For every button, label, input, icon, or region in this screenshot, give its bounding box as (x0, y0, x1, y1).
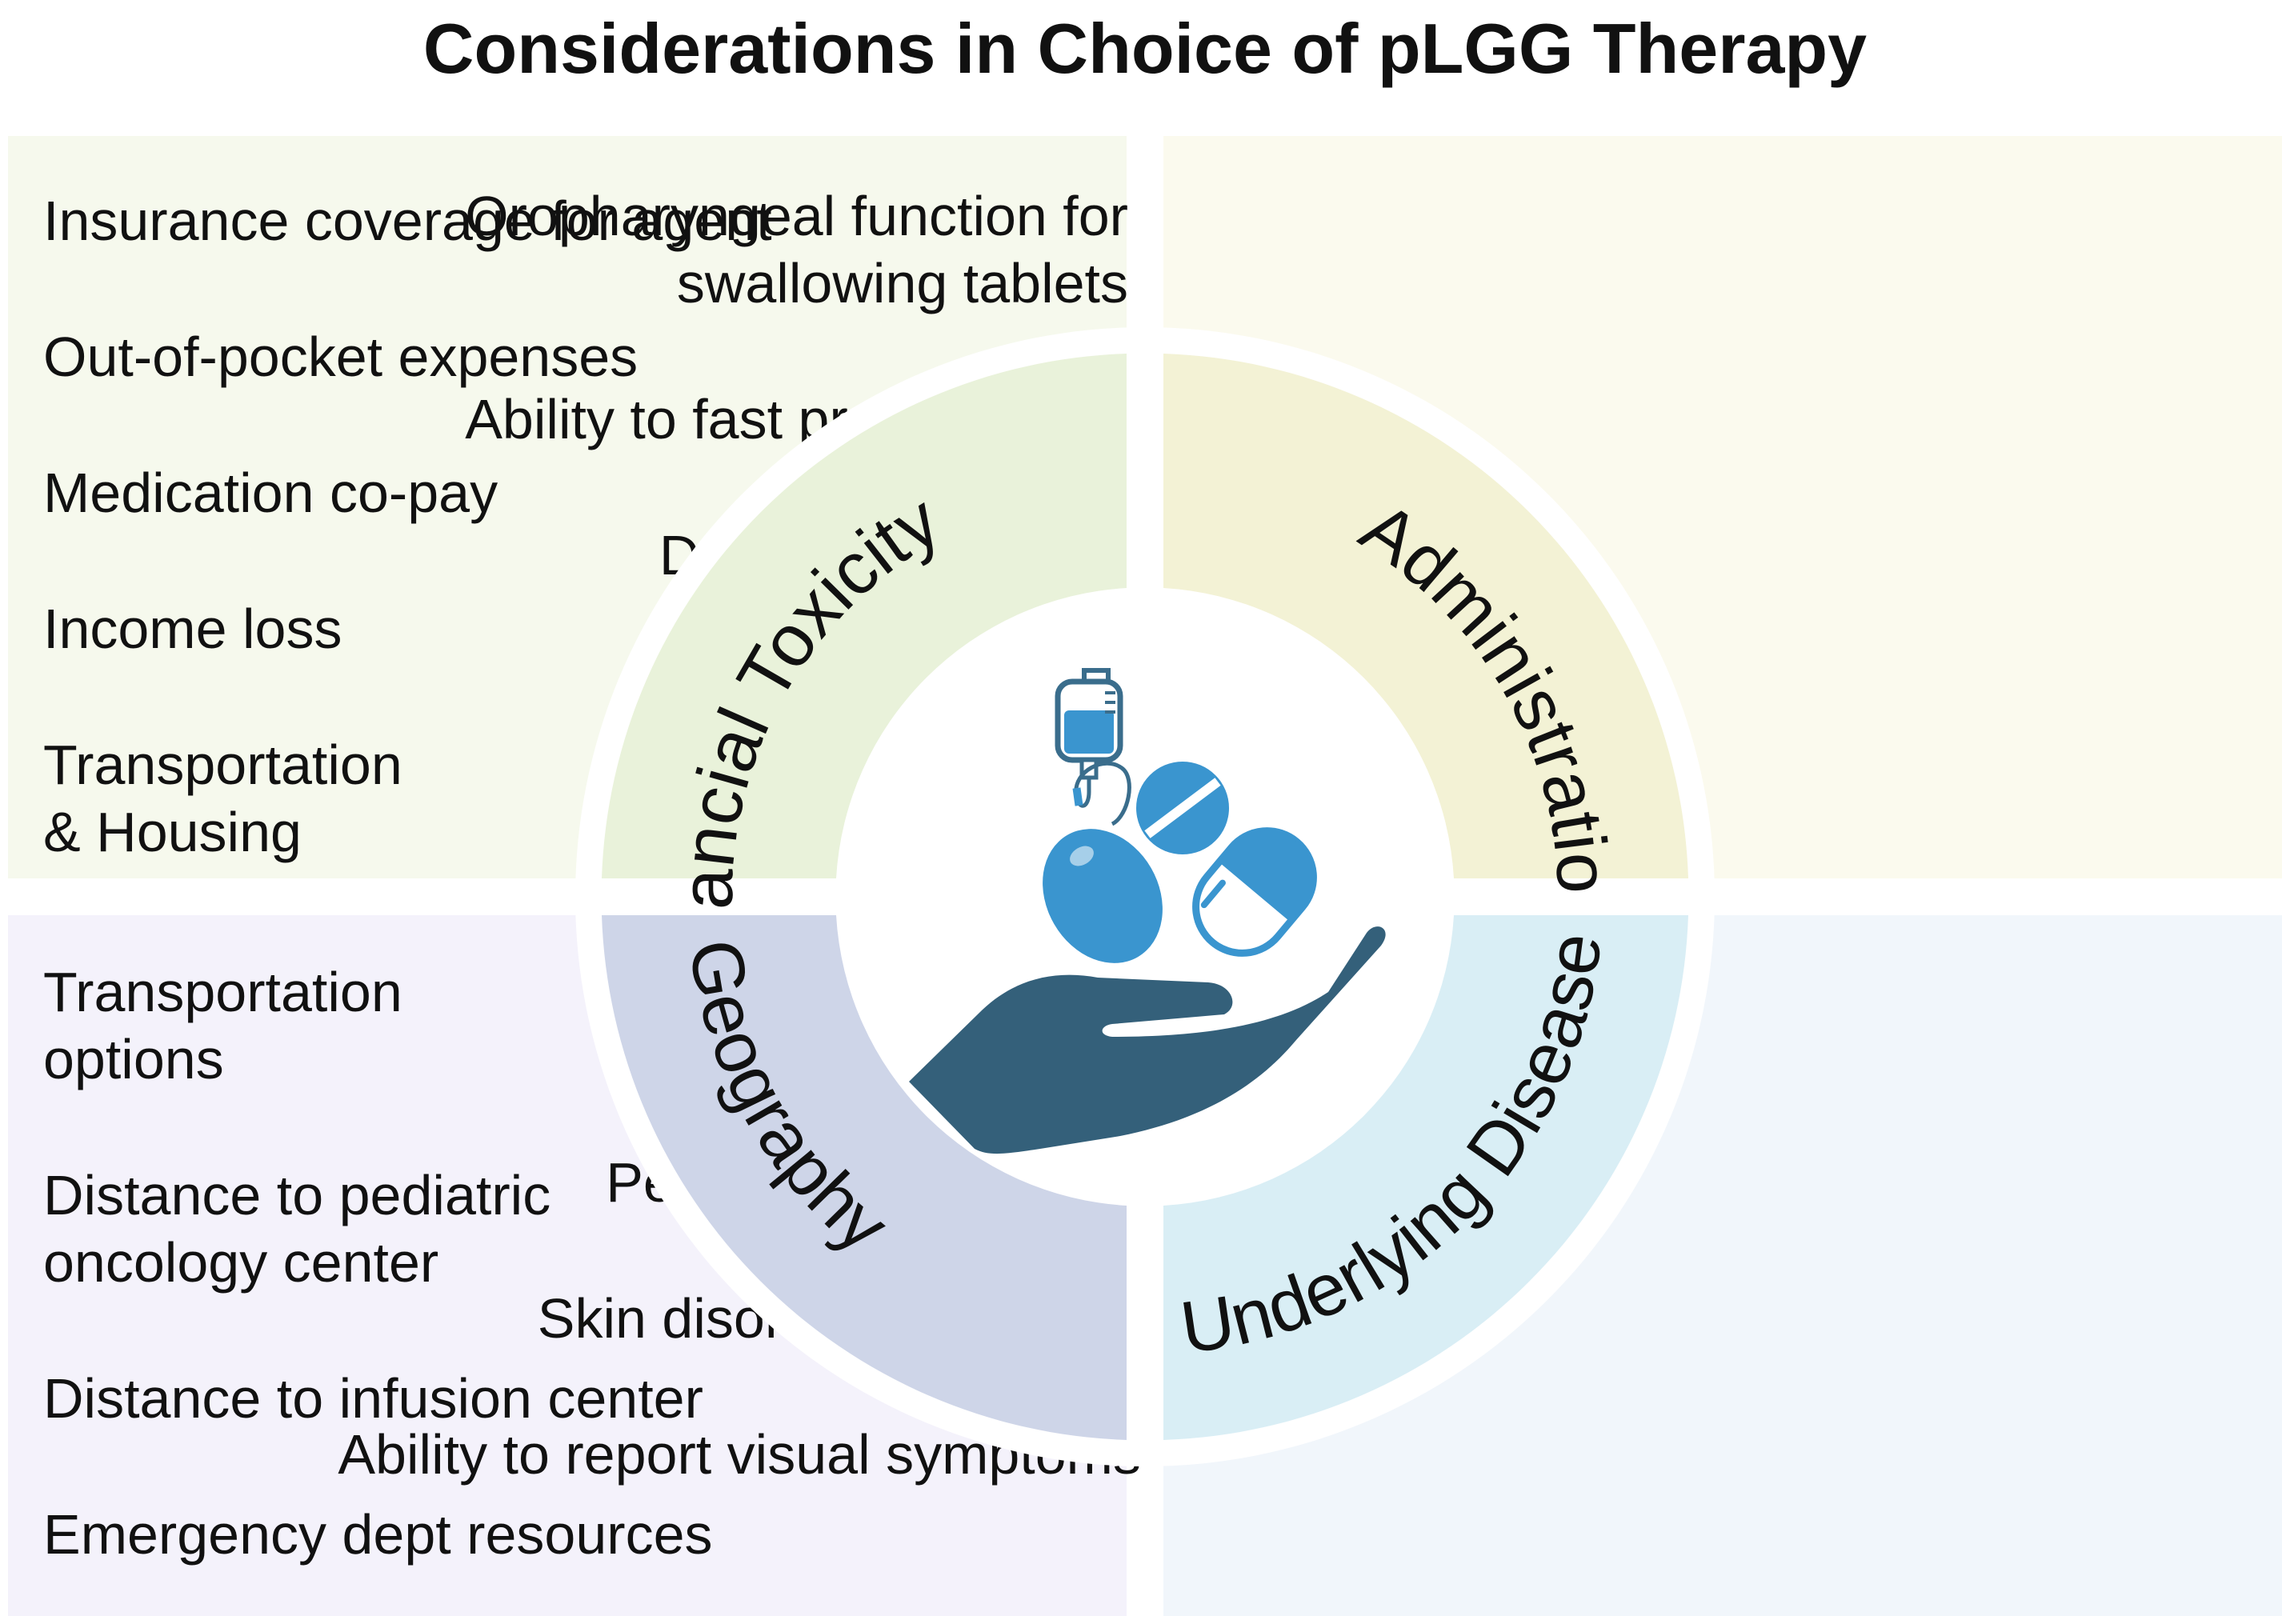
geography-item-transportation: Transportation (43, 961, 402, 1023)
financial-item-copay: Medication co-pay (43, 462, 498, 524)
underlying-disease-panel: Cardiac disease Peripheral neuropathy Sk… (338, 915, 2282, 1616)
disease-item-neuropathy: Peripheral neuropathy (606, 1151, 1157, 1214)
administration-item-oropharyngeal: Oropharyngeal function for (465, 185, 1128, 247)
financial-item-insurance: Insurance coverage for agent (43, 190, 772, 252)
geography-item-options: options (43, 1028, 224, 1090)
geography-item-emergency: Emergency dept resources (43, 1503, 713, 1566)
diagram-title: Considerations in Choice of pLGG Therapy (422, 9, 1868, 88)
financial-item-out-of-pocket: Out-of-pocket expenses (43, 326, 639, 388)
administration-item-gastric: Gastric motility (761, 660, 1128, 722)
administration-panel: Oropharyngeal function for swallowing ta… (465, 136, 2282, 878)
administration-item-adherence: Dosing adherence (659, 524, 1114, 586)
financial-item-transportation: Transportation (43, 734, 402, 796)
geography-item-pediatric: Distance to pediatric (43, 1164, 551, 1226)
administration-item-swallowing: swallowing tablets (676, 252, 1128, 314)
administration-item-fasting: Ability to fast pre/post drug (465, 388, 1128, 450)
financial-item-income-loss: Income loss (43, 598, 342, 660)
geography-item-oncology: oncology center (43, 1231, 439, 1294)
disease-item-cardiac: Cardiac disease (755, 1015, 1157, 1078)
disease-item-skin: Skin disorders & integrity (537, 1287, 1157, 1350)
financial-item-housing: & Housing (43, 801, 302, 863)
disease-item-visual: Ability to report visual symptoms (338, 1423, 1141, 1486)
